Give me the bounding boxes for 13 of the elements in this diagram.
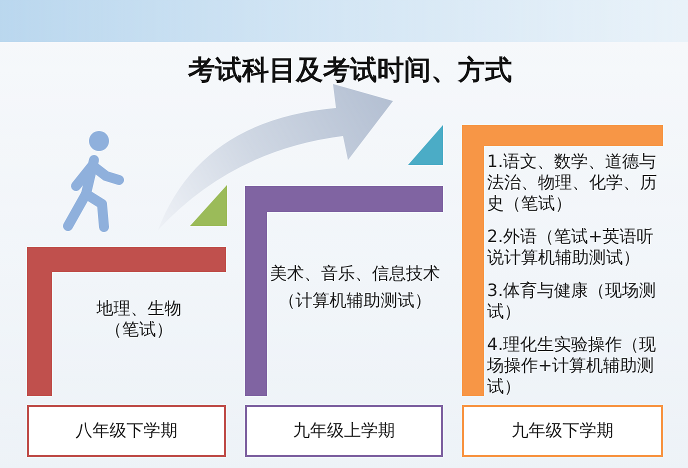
subject-text: 美术、音乐、信息技术（计算机辅助测试）	[269, 263, 441, 313]
semester-label: 九年级下学期	[512, 420, 614, 442]
subject-text: 4.理化生实验操作（现场操作+计算机辅助测试）	[487, 335, 658, 398]
page-title: 考试科目及考试时间、方式	[188, 54, 512, 88]
semester-box	[462, 405, 663, 457]
subject-text: 地理、生物（笔试）	[96, 299, 182, 341]
semester-box	[27, 405, 226, 457]
subject-text: 3.体育与健康（现场测试）	[487, 281, 658, 323]
semester-box	[245, 405, 443, 457]
subject-text: 1.语文、数学、道德与法治、物理、化学、历史（笔试）	[487, 152, 658, 215]
semester-label: 八年级下学期	[76, 420, 178, 442]
semester-label: 九年级上学期	[293, 420, 395, 442]
subject-text: 2.外语（笔试+英语听说计算机辅助测试）	[487, 227, 654, 269]
